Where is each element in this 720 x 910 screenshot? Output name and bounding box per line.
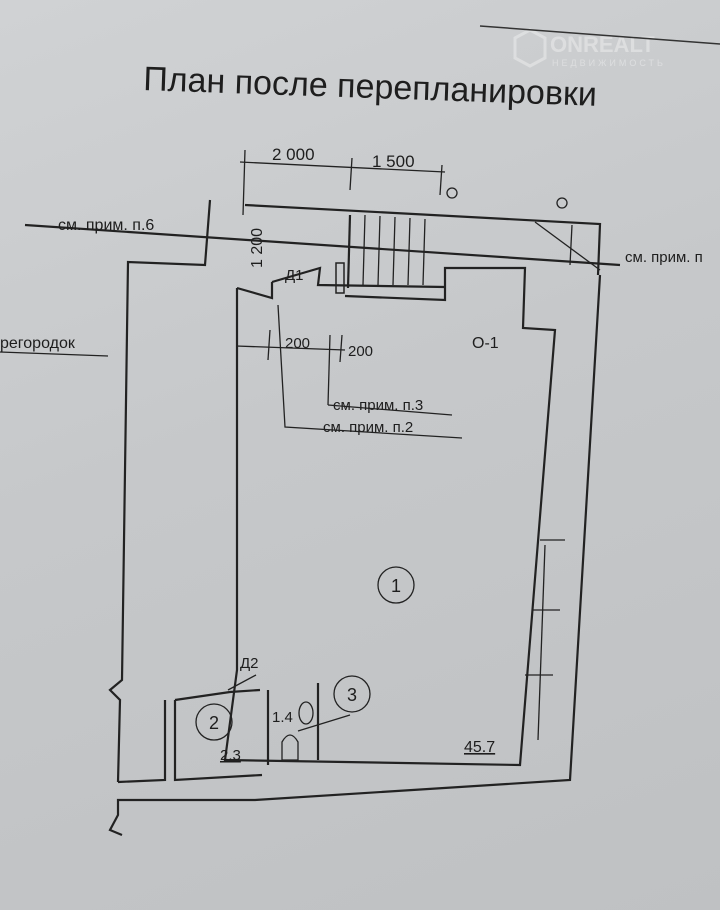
room-3-number: 3 bbox=[347, 685, 357, 705]
dimension-opening-left: 200 bbox=[285, 335, 310, 352]
window-o1-label: О-1 bbox=[472, 335, 499, 352]
dimension-lines bbox=[235, 149, 446, 406]
note-right-cut: см. прим. п bbox=[625, 249, 703, 266]
room-3-marker: 3 bbox=[333, 675, 371, 713]
dimension-top-left: 2 000 bbox=[272, 145, 315, 164]
room-3-area: 1.4 bbox=[272, 709, 293, 726]
walls bbox=[24, 199, 621, 837]
room-1-marker: 1 bbox=[377, 566, 415, 604]
watermark-brand: ONREALT bbox=[550, 32, 655, 57]
watermark-logo-icon bbox=[513, 28, 547, 68]
watermark-tagline: НЕДВИЖИМОСТЬ bbox=[552, 58, 666, 68]
room-1-area: 45.7 bbox=[464, 739, 495, 756]
crease-line bbox=[479, 25, 720, 45]
room-2-area: 2.3 bbox=[220, 747, 241, 764]
room-2-marker: 2 bbox=[195, 703, 233, 741]
toilet-icon bbox=[281, 734, 299, 761]
sink-icon bbox=[298, 701, 314, 725]
dimension-vertical: 1 200 bbox=[249, 228, 266, 268]
door-d1-label: Д1 bbox=[285, 267, 304, 284]
note-3: см. прим. п.3 bbox=[333, 397, 423, 414]
note-2: см. прим. п.2 bbox=[323, 419, 413, 436]
plan-title: План после перепланировки bbox=[143, 60, 598, 114]
note-left-cut: регородок bbox=[0, 335, 76, 352]
note-6: см. прим. п.6 bbox=[58, 217, 154, 234]
door-d2-label: Д2 bbox=[240, 655, 259, 672]
watermark: ONREALT НЕДВИЖИМОСТЬ bbox=[513, 28, 666, 68]
room-2-number: 2 bbox=[209, 713, 219, 733]
room-1-number: 1 bbox=[391, 576, 401, 596]
dimension-top-right: 1 500 bbox=[372, 152, 415, 171]
dimension-opening-right: 200 bbox=[348, 343, 373, 360]
